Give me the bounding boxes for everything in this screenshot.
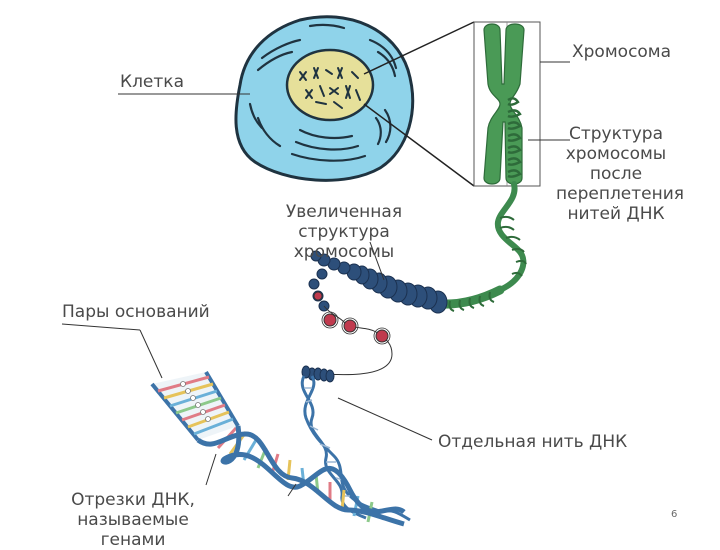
dna-double-helix: [139, 329, 406, 527]
nucleus-chromosomes: [299, 67, 361, 109]
label-chromosome-structure-line-5: нитей ДНК: [567, 204, 665, 224]
cell-illustration: [234, 15, 475, 187]
chromatin-fiber: [301, 181, 527, 383]
label-genes-line-2: называемые генами: [77, 510, 189, 550]
chromosome-shape: [483, 23, 525, 185]
label-magnified-structure: Увеличенная структура хромосомы: [240, 202, 448, 262]
base-pair-ladder: [150, 370, 240, 442]
label-magnified-structure-line-1: Увеличенная структура: [285, 202, 403, 242]
label-chromosome-structure-line-3: после: [589, 164, 643, 184]
label-genes: Отрезки ДНК, называемые генами: [50, 490, 216, 550]
label-chromosome-structure-line-2: хромосомы: [565, 144, 667, 164]
label-chromosome-structure: Структура хромосомы после переплетения н…: [556, 124, 685, 224]
cell-nucleus: [285, 48, 375, 122]
label-magnified-structure-line-2: хромосомы: [293, 242, 395, 262]
magnified-chromosome-coil: [346, 263, 448, 314]
label-cell: Клетка: [120, 72, 184, 92]
page-number: 6: [671, 509, 678, 520]
label-chromosome-structure-line-1: Структура: [568, 124, 664, 144]
histone-nucleosomes: [313, 291, 389, 343]
chromosome-panel: [473, 21, 570, 187]
label-chromosome: Хромосома: [572, 42, 672, 62]
label-chromosome-structure-line-4: переплетения: [556, 184, 685, 204]
label-single-dna-strand: Отдельная нить ДНК: [438, 432, 628, 452]
label-genes-line-1: Отрезки ДНК,: [71, 490, 195, 510]
label-base-pairs: Пары оснований: [62, 302, 210, 322]
single-dna-strand: [300, 375, 433, 522]
